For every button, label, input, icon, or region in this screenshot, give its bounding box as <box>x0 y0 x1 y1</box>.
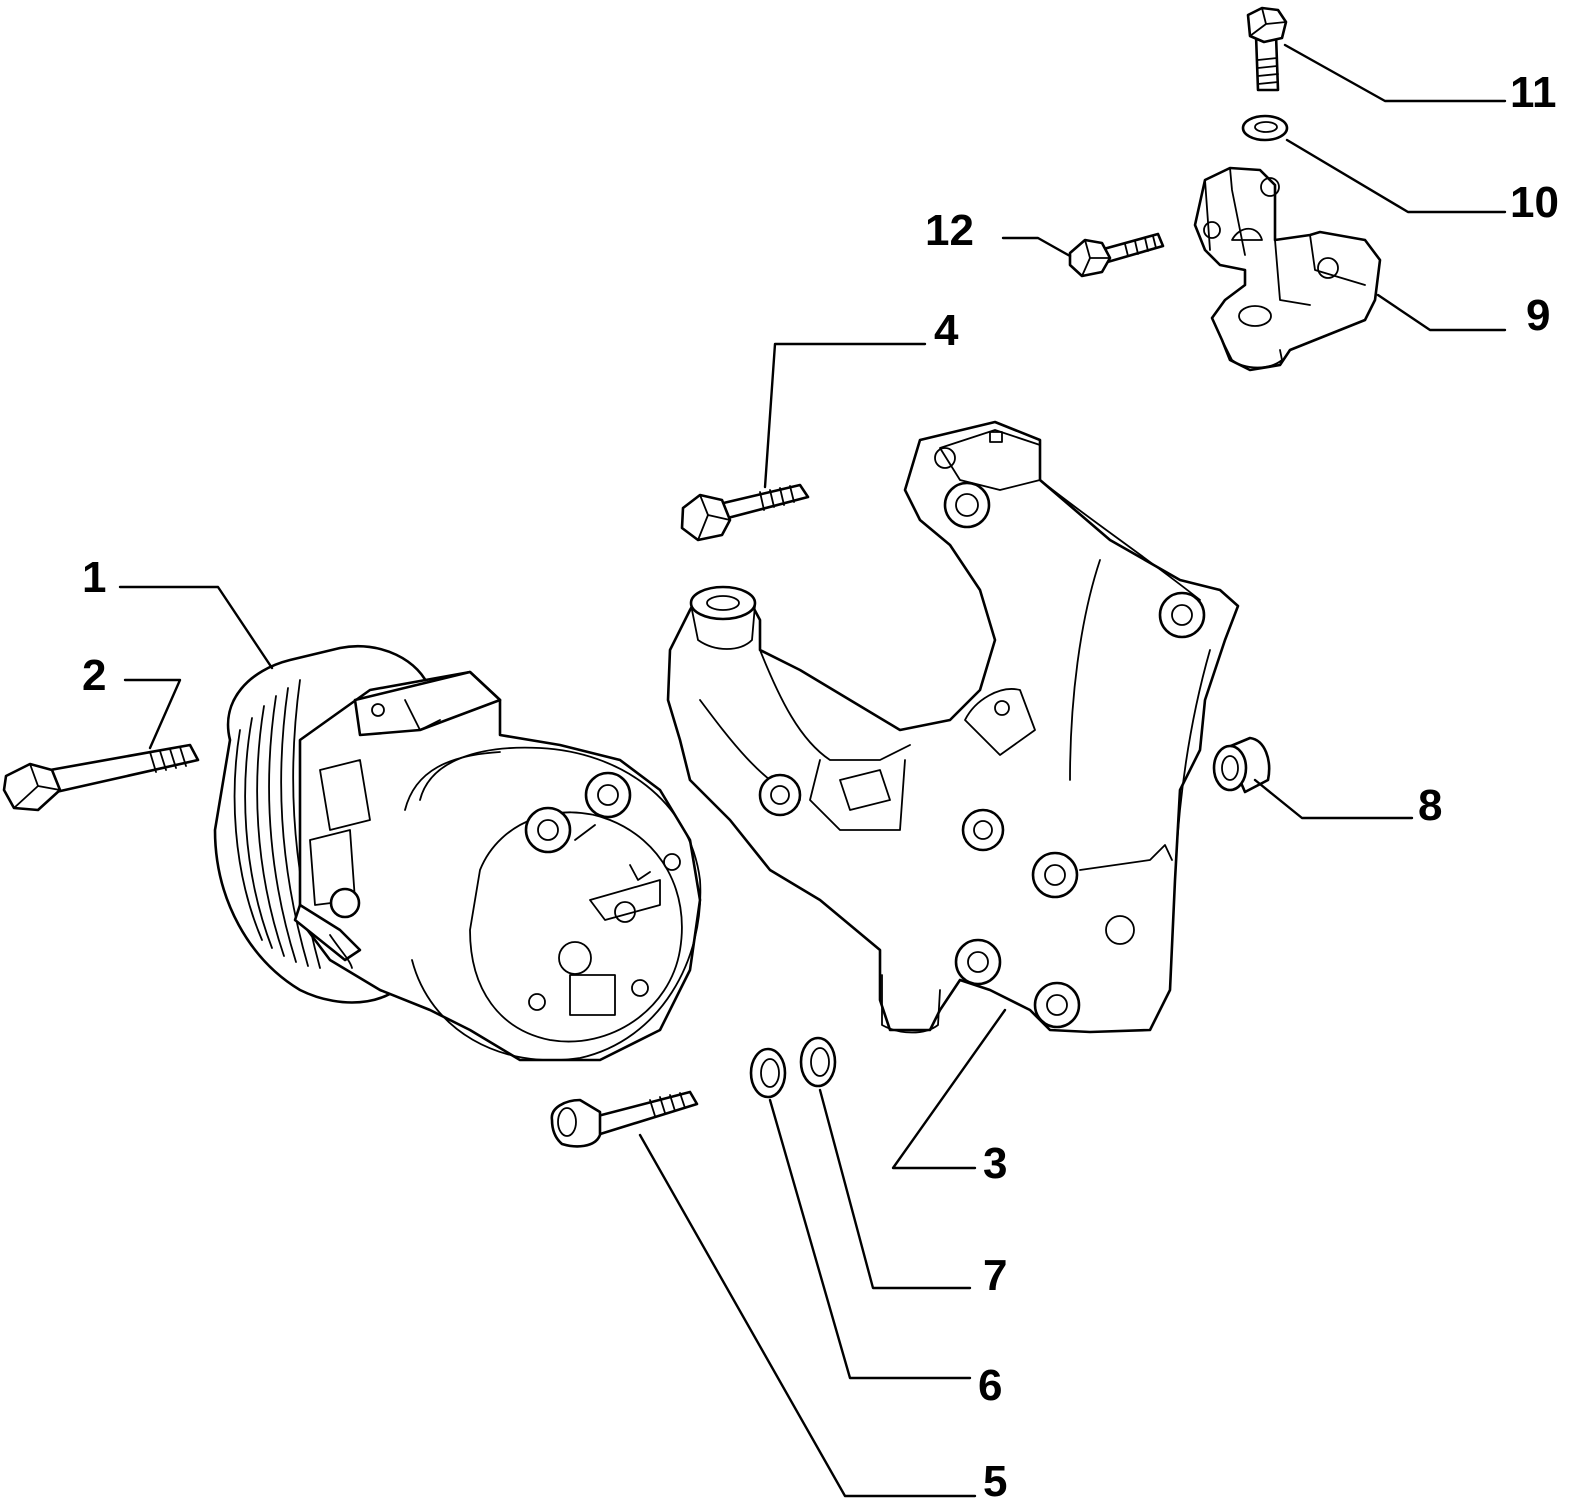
washer-10-part <box>1241 114 1289 142</box>
callout-2: 2 <box>82 651 106 700</box>
bushing-8-part <box>1212 736 1271 794</box>
callout-12: 12 <box>925 206 974 255</box>
callout-10: 10 <box>1510 178 1559 227</box>
callout-11: 11 <box>1510 68 1557 117</box>
callout-1: 1 <box>82 553 106 602</box>
callout-6: 6 <box>978 1361 1002 1410</box>
callout-8: 8 <box>1418 781 1442 830</box>
bolt-12-part <box>1068 232 1165 278</box>
callout-7: 7 <box>983 1251 1007 1300</box>
seal-ring-7-part <box>799 1036 837 1088</box>
leader-lines <box>118 43 1507 1498</box>
compressor-part <box>213 645 702 1062</box>
callout-5: 5 <box>983 1457 1007 1501</box>
bolt-4-part <box>680 483 810 542</box>
callout-4: 4 <box>934 306 959 355</box>
socket-bolt-5-part <box>550 1090 699 1148</box>
long-bolt-part <box>2 743 200 812</box>
callout-3: 3 <box>983 1139 1007 1188</box>
support-bracket-part <box>666 420 1240 1034</box>
seal-ring-6-part <box>749 1047 787 1099</box>
bolt-11-part <box>1246 6 1288 92</box>
callout-9: 9 <box>1526 291 1550 340</box>
small-bracket-9-part <box>1193 166 1382 372</box>
callout-labels: 1 2 3 4 5 6 7 8 9 10 11 12 <box>82 68 1559 1501</box>
